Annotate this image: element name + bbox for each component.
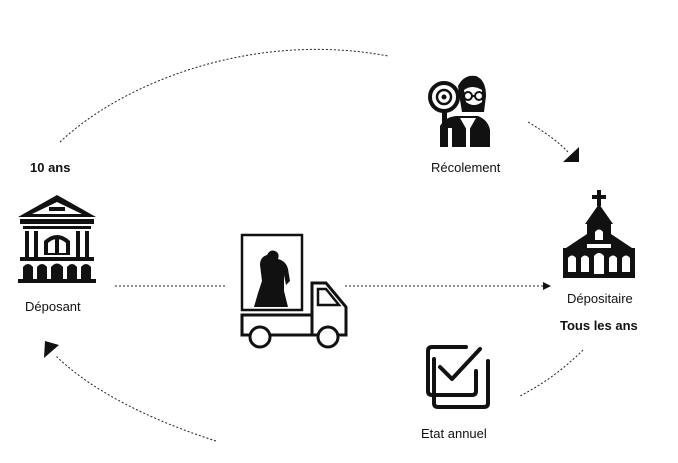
recolement-label: Récolement	[431, 160, 501, 175]
etat-annuel-label: Etat annuel	[421, 426, 487, 441]
truck-with-statue-icon	[240, 233, 348, 349]
checklist-icon	[426, 345, 490, 409]
ten-years-label: 10 ans	[30, 160, 71, 175]
arrowhead-deposant-bottom	[44, 341, 59, 358]
church-icon	[563, 190, 635, 278]
arrowhead-depositaire-right	[543, 282, 551, 290]
arc-deposant-to-recolement	[59, 48, 389, 143]
arc-recolement-to-depositaire	[527, 121, 569, 153]
arc-depositaire-to-etat	[519, 349, 584, 397]
inspector-with-magnifier-icon	[428, 75, 490, 147]
tous-les-ans-label: Tous les ans	[560, 318, 638, 333]
arc-etat-to-deposant	[54, 354, 217, 442]
arrowhead-depositaire-top	[563, 147, 579, 162]
museum-building-icon	[18, 195, 96, 283]
depositaire-label: Dépositaire	[567, 291, 633, 306]
deposant-label: Déposant	[25, 299, 81, 314]
